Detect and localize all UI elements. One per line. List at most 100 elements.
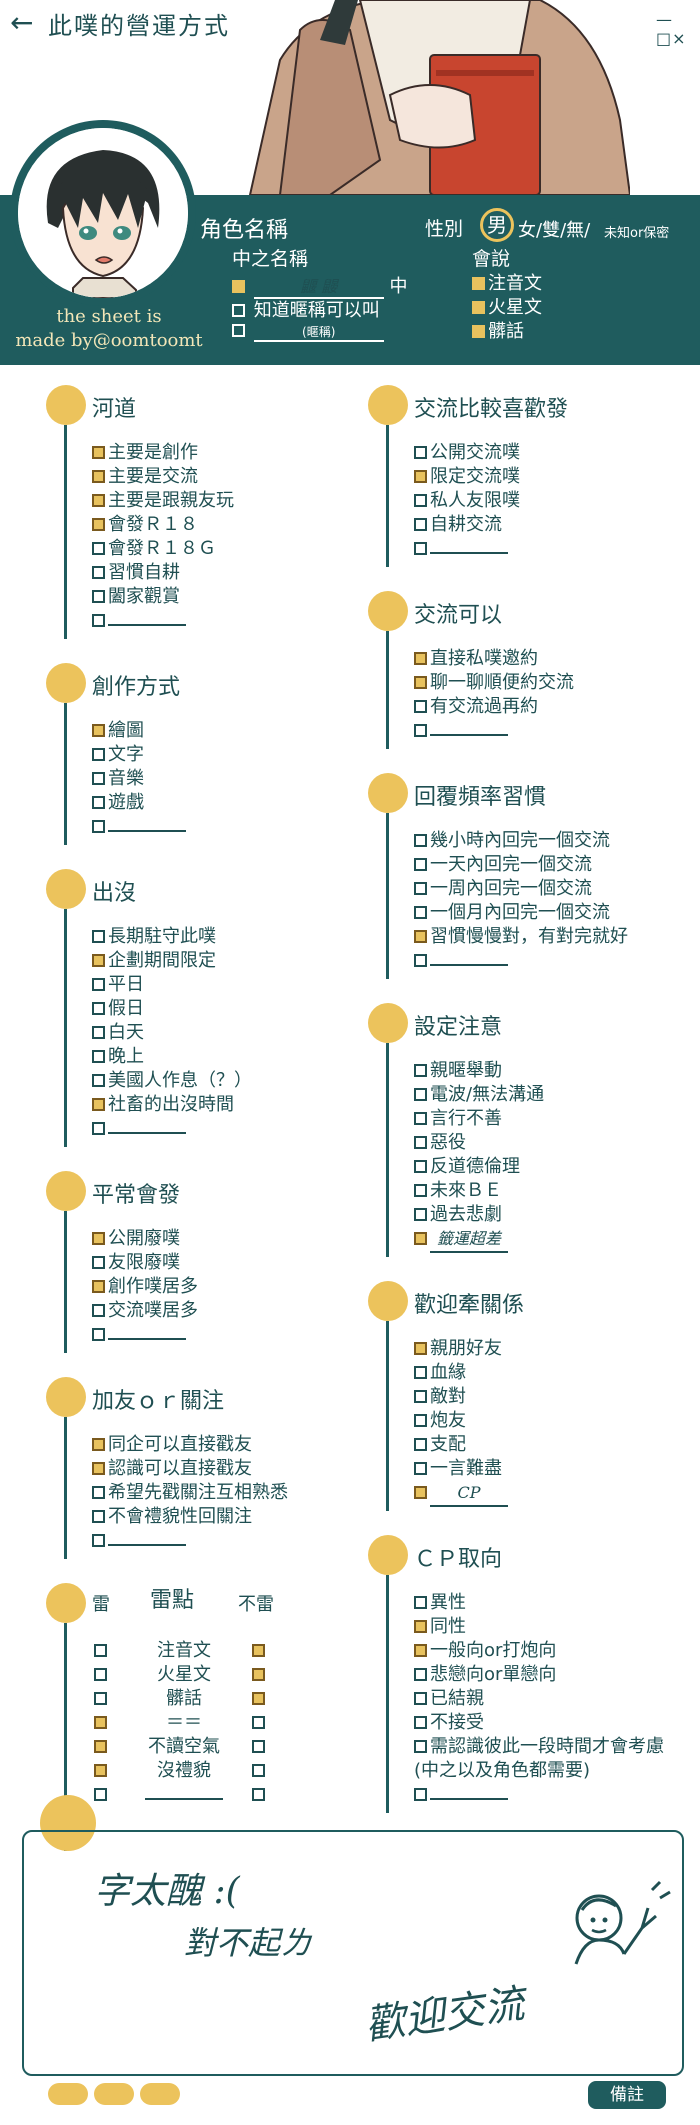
item-checkbox[interactable] (92, 954, 105, 967)
item-checkbox[interactable] (414, 1668, 427, 1681)
item-checkbox[interactable] (92, 494, 105, 507)
tab-pill-3[interactable] (140, 2083, 180, 2105)
item-checkbox[interactable] (414, 930, 427, 943)
notmine-checkbox[interactable] (252, 1764, 265, 1777)
item-checkbox[interactable] (92, 1256, 105, 1269)
item-checkbox[interactable] (92, 1486, 105, 1499)
item-checkbox[interactable] (92, 1280, 105, 1293)
notmine-checkbox[interactable] (252, 1644, 265, 1657)
item-checkbox[interactable] (414, 700, 427, 713)
item-checkbox[interactable] (414, 518, 427, 531)
item-checkbox[interactable] (414, 1692, 427, 1705)
notmine-checkbox[interactable] (252, 1668, 265, 1681)
item-checkbox[interactable] (414, 1208, 427, 1221)
item-checkbox[interactable] (414, 494, 427, 507)
speak-item-checkbox[interactable] (472, 301, 485, 314)
item-checkbox[interactable] (414, 1366, 427, 1379)
item-checkbox[interactable] (414, 1064, 427, 1077)
item-checkbox[interactable] (414, 1136, 427, 1149)
item-checkbox[interactable] (92, 1462, 105, 1475)
item-checkbox[interactable] (92, 614, 105, 627)
item-checkbox[interactable] (92, 1002, 105, 1015)
mine-checkbox[interactable] (94, 1716, 107, 1729)
speak-item: 髒話 (472, 320, 542, 344)
mine-checkbox[interactable] (94, 1740, 107, 1753)
item-checkbox[interactable] (92, 1232, 105, 1245)
back-arrow-icon[interactable]: ← (10, 6, 34, 39)
item-checkbox[interactable] (92, 1050, 105, 1063)
item-checkbox[interactable] (92, 1098, 105, 1111)
item-checkbox[interactable] (414, 1088, 427, 1101)
item-checkbox[interactable] (414, 906, 427, 919)
item-checkbox[interactable] (92, 930, 105, 943)
nickname-checkbox[interactable] (232, 304, 245, 317)
item-checkbox[interactable] (414, 1716, 427, 1729)
tab-pill-2[interactable] (94, 2083, 134, 2105)
item-checkbox[interactable] (414, 1596, 427, 1609)
mine-checkbox[interactable] (94, 1764, 107, 1777)
item-checkbox[interactable] (92, 1074, 105, 1087)
item-checkbox[interactable] (414, 954, 427, 967)
item-checkbox[interactable] (414, 724, 427, 737)
item-checkbox[interactable] (92, 566, 105, 579)
item-checkbox[interactable] (414, 652, 427, 665)
tab-pill-1[interactable] (48, 2083, 88, 2105)
item-checkbox[interactable] (92, 796, 105, 809)
item-checkbox[interactable] (92, 590, 105, 603)
item-checkbox[interactable] (92, 820, 105, 833)
item-checkbox[interactable] (92, 1026, 105, 1039)
item-checkbox[interactable] (414, 1462, 427, 1475)
item-checkbox[interactable] (414, 1486, 427, 1499)
item-checkbox[interactable] (414, 1740, 427, 1753)
item-checkbox[interactable] (414, 882, 427, 895)
item-checkbox[interactable] (414, 1390, 427, 1403)
item-checkbox[interactable] (92, 1122, 105, 1135)
mine-checkbox[interactable] (94, 1788, 107, 1801)
speak-item-checkbox[interactable] (472, 277, 485, 290)
item-checkbox[interactable] (414, 1788, 427, 1801)
item-checkbox[interactable] (92, 470, 105, 483)
speak-item-checkbox[interactable] (472, 325, 485, 338)
item-checkbox[interactable] (92, 1510, 105, 1523)
notmine-checkbox[interactable] (252, 1716, 265, 1729)
item-checkbox[interactable] (92, 542, 105, 555)
item-checkbox[interactable] (92, 518, 105, 531)
item-checkbox[interactable] (414, 470, 427, 483)
item-checkbox[interactable] (92, 1534, 105, 1547)
item-checkbox[interactable] (92, 724, 105, 737)
gender-selected[interactable]: 男 (480, 208, 514, 242)
item-checkbox[interactable] (414, 1620, 427, 1633)
mine-checkbox[interactable] (94, 1644, 107, 1657)
item-checkbox[interactable] (414, 858, 427, 871)
notmine-checkbox[interactable] (252, 1692, 265, 1705)
item-checkbox[interactable] (92, 772, 105, 785)
window-controls-icon[interactable]: —□× (656, 10, 687, 48)
item-checkbox[interactable] (414, 446, 427, 459)
item-checkbox[interactable] (92, 1438, 105, 1451)
nickname-blank-checkbox[interactable] (232, 324, 245, 337)
item-checkbox[interactable] (92, 748, 105, 761)
item-checkbox[interactable] (414, 1438, 427, 1451)
notmine-checkbox[interactable] (252, 1788, 265, 1801)
notes-button[interactable]: 備註 (588, 2081, 666, 2109)
item-checkbox[interactable] (414, 676, 427, 689)
item-checkbox[interactable] (92, 978, 105, 991)
notmine-checkbox[interactable] (252, 1740, 265, 1753)
item-checkbox[interactable] (414, 1644, 427, 1657)
item-checkbox[interactable] (414, 1342, 427, 1355)
item-checkbox[interactable] (414, 1232, 427, 1245)
item-checkbox[interactable] (92, 1304, 105, 1317)
inner-name-checkbox[interactable] (232, 280, 245, 293)
item-checkbox[interactable] (414, 1184, 427, 1197)
section-item (414, 1783, 508, 1807)
item-checkbox[interactable] (92, 1328, 105, 1341)
mine-checkbox[interactable] (94, 1668, 107, 1681)
item-checkbox[interactable] (414, 834, 427, 847)
item-checkbox[interactable] (92, 446, 105, 459)
mine-checkbox[interactable] (94, 1692, 107, 1705)
item-checkbox[interactable] (414, 542, 427, 555)
item-checkbox[interactable] (414, 1160, 427, 1173)
item-label: 認識可以直接戳友 (108, 1458, 252, 1479)
item-checkbox[interactable] (414, 1112, 427, 1125)
item-checkbox[interactable] (414, 1414, 427, 1427)
